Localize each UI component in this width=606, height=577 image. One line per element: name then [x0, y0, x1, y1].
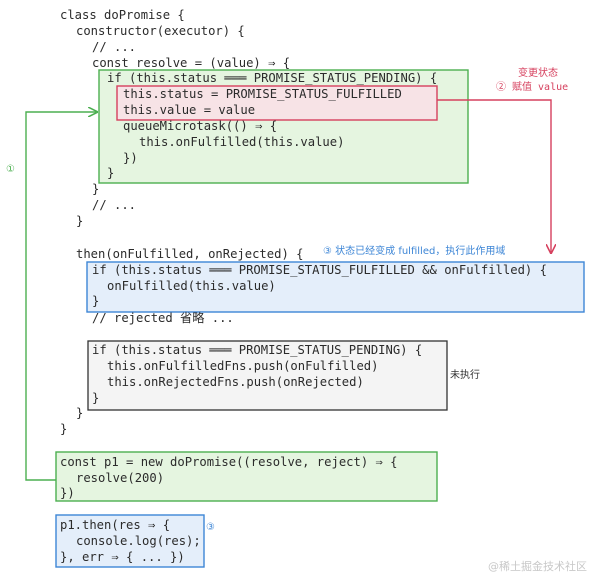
code-line: const p1 = new doPromise((resolve, rejec…	[60, 455, 398, 469]
code-line: resolve(200)	[76, 471, 164, 485]
marker-step-3: ③	[206, 522, 215, 533]
code-line: if (this.status ═══ PROMISE_STATUS_FULFI…	[92, 263, 547, 277]
code-line: // ...	[92, 40, 136, 54]
code-line: // rejected 省略 ...	[92, 310, 234, 325]
code-line: }	[76, 406, 83, 420]
code-line: constructor(executor) {	[76, 24, 245, 38]
code-line: this.value = value	[123, 103, 255, 117]
code-line: }	[92, 294, 99, 308]
annotation-not-executed: 未执行	[450, 368, 480, 381]
code-line: }	[92, 182, 99, 196]
code-line: }	[76, 214, 83, 228]
then-pending-box	[87, 340, 448, 411]
source-code: class doPromise { constructor(executor) …	[60, 8, 547, 564]
code-line: }	[60, 422, 67, 436]
code-line: if (this.status ═══ PROMISE_STATUS_PENDI…	[107, 71, 437, 85]
code-line: this.onRejectedFns.push(onRejected)	[107, 375, 364, 389]
code-line: const resolve = (value) ⇒ {	[92, 56, 290, 70]
code-line: }	[107, 166, 114, 180]
status-change-arrow	[437, 99, 551, 252]
annotation-state-fulfilled: ③ 状态已经变成 fulfilled，执行此作用域	[323, 244, 505, 257]
code-line: then(onFulfilled, onRejected) {	[76, 247, 303, 261]
p1-then-box	[55, 514, 205, 568]
code-line: this.onFulfilledFns.push(onFulfilled)	[107, 359, 379, 373]
marker-step-1: ①	[6, 164, 15, 175]
code-line: console.log(res);	[76, 534, 201, 548]
resolve-call-arrow	[25, 112, 96, 481]
status-assign-box	[116, 85, 438, 121]
code-line: onFulfilled(this.value)	[107, 279, 276, 293]
code-line: }, err ⇒ { ... })	[60, 550, 185, 564]
code-line: class doPromise {	[60, 8, 185, 22]
code-line: queueMicrotask(() ⇒ {	[123, 119, 277, 133]
code-line: })	[123, 151, 138, 165]
code-line: }	[92, 391, 99, 405]
annotation-assign-value: ② 赋值 value	[496, 80, 568, 93]
code-line: })	[60, 486, 75, 500]
watermark: @稀土掘金技术社区	[488, 559, 587, 573]
code-line: this.status = PROMISE_STATUS_FULFILLED	[123, 87, 402, 101]
code-line: this.onFulfilled(this.value)	[139, 135, 344, 149]
annotation-change-state: 变更状态	[518, 66, 558, 79]
code-line: // ...	[92, 198, 136, 212]
then-fulfilled-box	[86, 261, 585, 313]
code-line: if (this.status ═══ PROMISE_STATUS_PENDI…	[92, 343, 422, 357]
p1-create-box	[55, 451, 438, 502]
code-line: p1.then(res ⇒ {	[60, 518, 170, 532]
